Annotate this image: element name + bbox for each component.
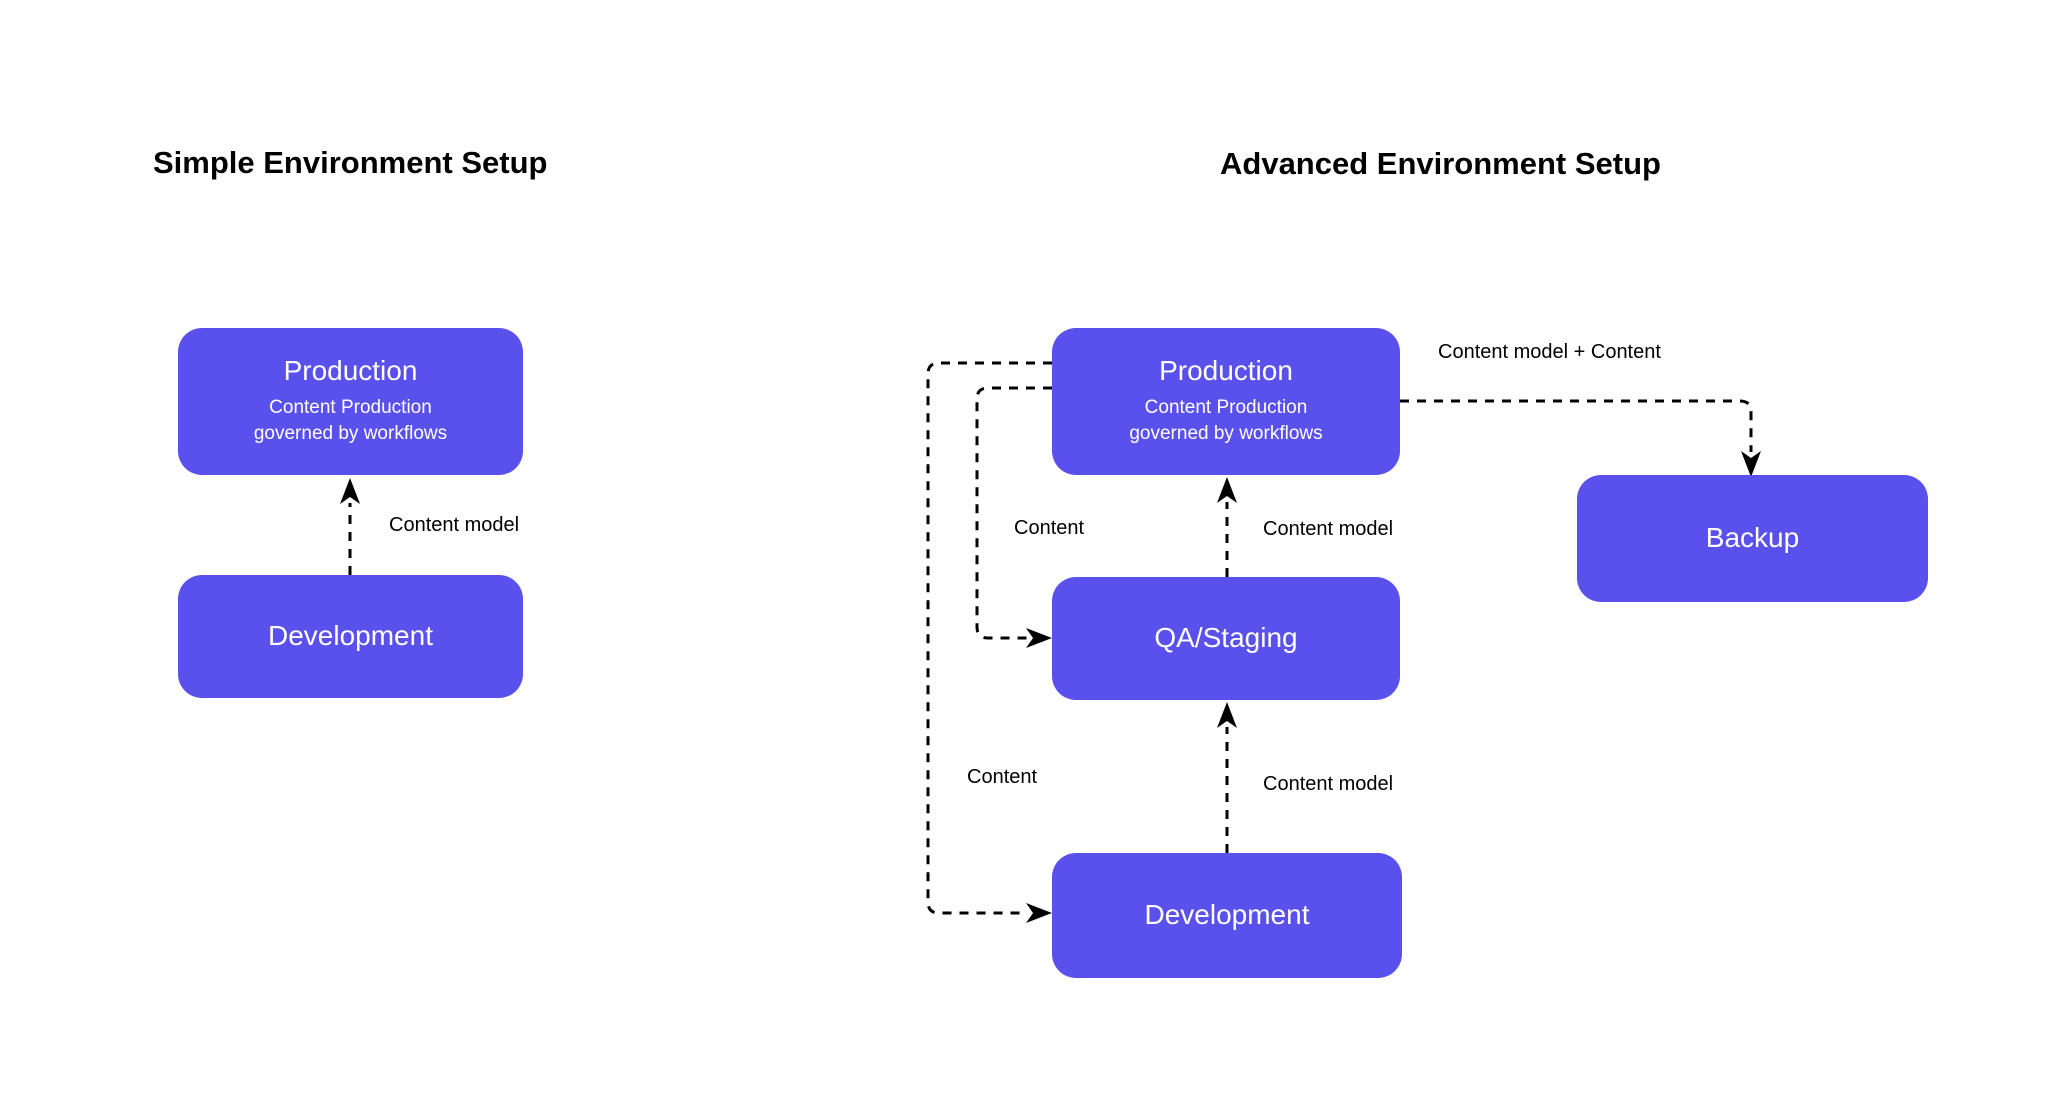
simple-production-subtitle-line2: governed by workflows bbox=[253, 422, 448, 444]
simple-development-label: Development bbox=[268, 620, 433, 652]
arrowhead-adv-prod-to-dev bbox=[1026, 903, 1052, 923]
advanced-development-node: Development bbox=[1052, 853, 1402, 978]
edge-adv-prod-to-qa bbox=[975, 386, 1052, 640]
arrowhead-adv-qa-to-prod bbox=[1217, 477, 1237, 503]
simple-production-node: Production Content Production governed b… bbox=[178, 328, 523, 475]
simple-production-label: Production bbox=[283, 355, 418, 387]
simple-production-subtitle-line1: Content Production bbox=[269, 396, 432, 418]
advanced-qa-staging-label: QA/Staging bbox=[1154, 622, 1298, 654]
advanced-edge-label-content-upper: Content bbox=[1014, 517, 1085, 539]
simple-production-subtitle: Content Production governed by workflows bbox=[254, 395, 447, 447]
advanced-backup-node: Backup bbox=[1577, 475, 1928, 602]
advanced-production-label: Production bbox=[1159, 355, 1293, 387]
advanced-production-subtitle: Content Production governed by workflows bbox=[1129, 395, 1322, 447]
simple-development-node: Development bbox=[178, 575, 523, 698]
advanced-production-node: Production Content Production governed b… bbox=[1052, 328, 1400, 475]
advanced-development-label: Development bbox=[1144, 899, 1310, 931]
advanced-edge-label-content-model-lower: Content model bbox=[1263, 773, 1394, 795]
arrowhead-adv-dev-to-qa bbox=[1217, 702, 1237, 728]
arrowhead-adv-prod-to-backup bbox=[1741, 451, 1761, 477]
advanced-edge-label-content-lower: Content bbox=[967, 766, 1038, 788]
advanced-qa-staging-node: QA/Staging bbox=[1052, 577, 1400, 700]
simple-setup-title: Simple Environment Setup bbox=[153, 145, 548, 180]
advanced-edge-label-content-model-upper: Content model bbox=[1263, 518, 1394, 540]
advanced-edge-label-content-model-plus-content: Content model + Content bbox=[1438, 341, 1661, 363]
edge-adv-prod-to-dev bbox=[926, 361, 1052, 915]
advanced-backup-label: Backup bbox=[1705, 522, 1800, 554]
simple-edge-label-content-model: Content model bbox=[389, 514, 520, 536]
advanced-setup-title: Advanced Environment Setup bbox=[1220, 146, 1661, 181]
edge-adv-prod-to-backup bbox=[1400, 399, 1753, 452]
advanced-production-subtitle-line1: Content Production bbox=[1144, 396, 1308, 418]
advanced-production-subtitle-line2: governed by workflows bbox=[1129, 422, 1323, 444]
arrowhead-simple-dev-to-prod bbox=[340, 478, 360, 504]
arrowhead-adv-prod-to-qa bbox=[1026, 628, 1052, 648]
